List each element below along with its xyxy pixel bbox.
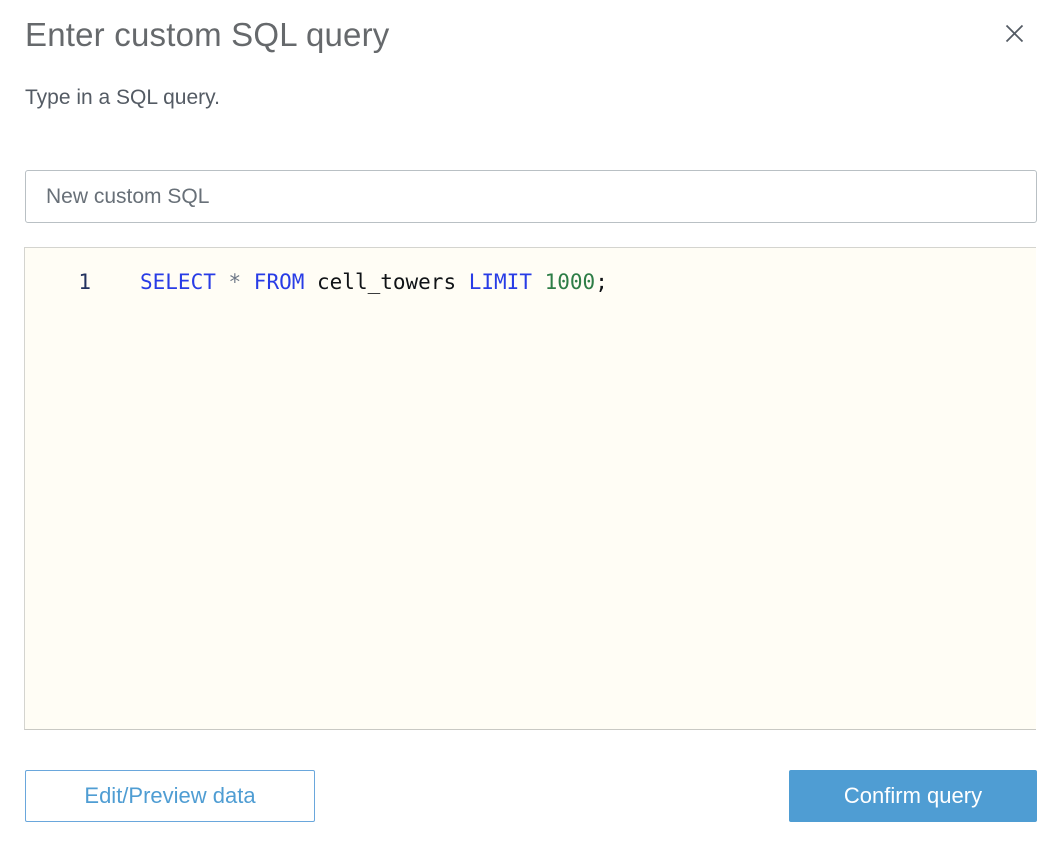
sql-token: 1000 <box>531 270 596 295</box>
sql-token: cell_towers <box>304 270 469 295</box>
dialog-title: Enter custom SQL query <box>25 16 390 53</box>
query-name-input[interactable] <box>25 170 1037 224</box>
confirm-query-button[interactable]: Confirm query <box>789 770 1037 823</box>
close-button[interactable] <box>1001 20 1027 46</box>
sql-token: SELECT <box>140 270 216 295</box>
close-icon <box>1004 23 1025 44</box>
line-number: 1 <box>78 270 91 295</box>
editor-gutter: 1 <box>25 248 91 729</box>
sql-token: LIMIT <box>468 270 532 295</box>
edit-preview-data-button[interactable]: Edit/Preview data <box>25 770 315 823</box>
sql-token: ; <box>595 270 608 295</box>
editor-code-area[interactable]: SELECT * FROM cell_towers LIMIT 1000; <box>91 248 1036 729</box>
dialog-subtitle: Type in a SQL query. <box>25 86 220 110</box>
code-line: SELECT * FROM cell_towers LIMIT 1000; <box>140 267 1036 297</box>
dialog-footer: Edit/Preview data Confirm query <box>25 770 1037 823</box>
sql-editor[interactable]: 1 SELECT * FROM cell_towers LIMIT 1000; <box>24 247 1036 731</box>
sql-token: * <box>215 270 254 295</box>
sql-token: FROM <box>253 270 305 295</box>
